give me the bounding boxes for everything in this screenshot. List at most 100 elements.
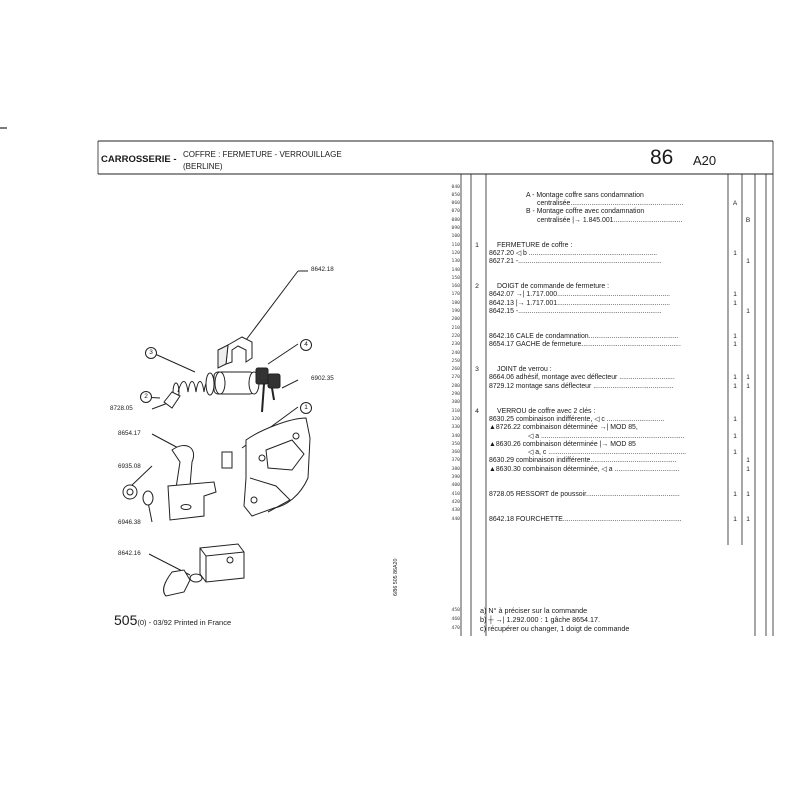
line-number: 320 bbox=[451, 416, 460, 422]
qty-a: 1 bbox=[733, 382, 737, 390]
line-number: 370 bbox=[451, 458, 460, 464]
item-ref: 2 bbox=[475, 283, 479, 291]
part-row-text: FERMETURE de coffre : bbox=[497, 241, 573, 249]
line-number: 400 bbox=[451, 483, 460, 489]
line-number: 080 bbox=[451, 217, 460, 223]
line-number: 390 bbox=[451, 475, 460, 480]
line-number: 040 bbox=[451, 184, 460, 190]
line-number: 260 bbox=[451, 367, 460, 373]
line-number: 240 bbox=[451, 350, 460, 356]
line-number: 340 bbox=[451, 433, 460, 439]
line-number: 150 bbox=[451, 275, 460, 281]
qty-b: 1 bbox=[746, 490, 750, 498]
qty-a: 1 bbox=[733, 490, 737, 498]
callout-4: 4 bbox=[300, 339, 312, 351]
part-row-text: 8630.25 combinaison indifférente, ◁ c ..… bbox=[489, 415, 665, 423]
page-number: 86 bbox=[650, 146, 674, 169]
line-number: 130 bbox=[451, 259, 460, 265]
line-number: 290 bbox=[451, 392, 460, 397]
qty-b: 1 bbox=[746, 457, 750, 465]
part-row-text: ▲8630.30 combinaison déterminée, ◁ a ...… bbox=[489, 465, 680, 473]
line-number: 060 bbox=[451, 201, 460, 207]
footnote: a) N° à préciser sur la commande bbox=[480, 606, 588, 615]
part-row-text: ▲8726.22 combinaison déterminée →| MOD 8… bbox=[489, 424, 638, 432]
qty-b: 1 bbox=[746, 308, 750, 315]
print-info: 505(0) - 03/92 Printed in France bbox=[114, 612, 231, 628]
qty-a: 1 bbox=[733, 291, 737, 299]
part-row-text: 8654.17 GACHE de fermeture..............… bbox=[489, 341, 681, 349]
qty-a: 1 bbox=[733, 374, 737, 382]
part-row-text: 8642.18 FOURCHETTE......................… bbox=[489, 515, 682, 523]
part-row-text: ◁ a ....................................… bbox=[528, 432, 685, 440]
label-8728-05: 8728.05 bbox=[110, 405, 133, 412]
qty-a: 1 bbox=[733, 449, 737, 457]
line-number: 220 bbox=[451, 333, 460, 339]
line-number: 310 bbox=[451, 408, 460, 414]
part-row-text: centralisée.............................… bbox=[537, 200, 684, 208]
part-row-text: ▲8630.26 combinaison déterminée |→ MOD 8… bbox=[489, 440, 636, 448]
part-row-text: 8642.07 →| 1.717.000....................… bbox=[489, 291, 671, 299]
part-row-text: 8664.06 adhésif, montage avec déflecteur… bbox=[489, 374, 675, 382]
qty-b: 1 bbox=[746, 515, 750, 523]
line-number: 210 bbox=[451, 325, 460, 331]
qty-b: 1 bbox=[746, 465, 750, 473]
line-number: 280 bbox=[451, 383, 460, 389]
label-6902-35: 6902.35 bbox=[311, 375, 334, 382]
footnote-line-number: 460 bbox=[451, 617, 460, 622]
qty-a: 1 bbox=[733, 341, 737, 349]
part-row-text: B - Montage coffre avec condamnation bbox=[526, 208, 645, 216]
part-row-text: 8729.12 montage sans déflecteur ........… bbox=[489, 382, 674, 390]
line-number: 420 bbox=[451, 499, 460, 505]
callout-1: 1 bbox=[300, 402, 312, 414]
qty-a: 1 bbox=[733, 299, 737, 307]
line-number: 410 bbox=[451, 491, 460, 497]
line-number: 380 bbox=[451, 466, 460, 472]
qty-a: 1 bbox=[733, 432, 737, 440]
part-row-text: 8627.20 ◁ b ............................… bbox=[489, 249, 658, 257]
line-number: 160 bbox=[451, 284, 460, 290]
part-row-text: 8642.16 CALE de condamnation............… bbox=[489, 332, 679, 340]
footnote: c) récupérer ou changer, 1 doigt de comm… bbox=[480, 624, 630, 633]
item-ref: 3 bbox=[475, 366, 479, 374]
qty-b: 1 bbox=[746, 374, 750, 382]
part-row-text: JOINT de verrou : bbox=[497, 366, 552, 374]
part-row-text: 8728.05 RESSORT de poussoir.............… bbox=[489, 490, 680, 498]
exploded-diagram bbox=[122, 270, 311, 597]
qty-a: 1 bbox=[733, 515, 737, 523]
footnote: b) ┼ →| 1.292.000 : 1 gâche 8654.17. bbox=[480, 615, 601, 624]
label-6935-08: 6935.08 bbox=[118, 463, 141, 470]
page-title-line2: (BERLINE) bbox=[183, 162, 223, 171]
line-number: 350 bbox=[451, 441, 460, 447]
label-6946-38: 6946.38 bbox=[118, 519, 141, 526]
vertical-note: 6/86 505 86A20 bbox=[393, 558, 399, 596]
qty-a: 1 bbox=[733, 415, 737, 423]
part-row-text: 8642.13 |→ 1.717.001....................… bbox=[489, 299, 671, 307]
line-number: 100 bbox=[451, 234, 460, 240]
footnote-line-number: 470 bbox=[451, 626, 460, 631]
line-number: 230 bbox=[451, 342, 460, 348]
line-number: 070 bbox=[451, 209, 460, 215]
line-number: 440 bbox=[451, 516, 460, 522]
line-number: 250 bbox=[451, 358, 460, 364]
part-row-text: centralisée |→ 1.845.001................… bbox=[537, 216, 683, 224]
line-number: 270 bbox=[451, 375, 460, 381]
line-number: 330 bbox=[451, 425, 460, 431]
line-number: 360 bbox=[451, 450, 460, 456]
print-note: (0) - 03/92 Printed in France bbox=[137, 618, 232, 627]
part-row-text: 8630.29 combinaison indifférente........… bbox=[489, 457, 677, 465]
label-8642-18: 8642.18 bbox=[311, 266, 334, 273]
line-number: 180 bbox=[451, 300, 460, 306]
qty-b: 1 bbox=[746, 258, 750, 266]
callout-3: 3 bbox=[145, 347, 157, 359]
part-row-text: 8642.15 -...............................… bbox=[489, 308, 662, 315]
line-number: 190 bbox=[451, 309, 460, 314]
model-number: 505 bbox=[114, 612, 138, 628]
label-8642-16: 8642.16 bbox=[118, 550, 141, 557]
line-number: 200 bbox=[451, 317, 460, 323]
line-number: 050 bbox=[451, 192, 460, 198]
line-number: 140 bbox=[451, 267, 460, 273]
qty-a: A bbox=[732, 200, 738, 208]
part-row-text: 8627.21 -...............................… bbox=[489, 258, 662, 266]
line-number: 120 bbox=[451, 250, 460, 256]
